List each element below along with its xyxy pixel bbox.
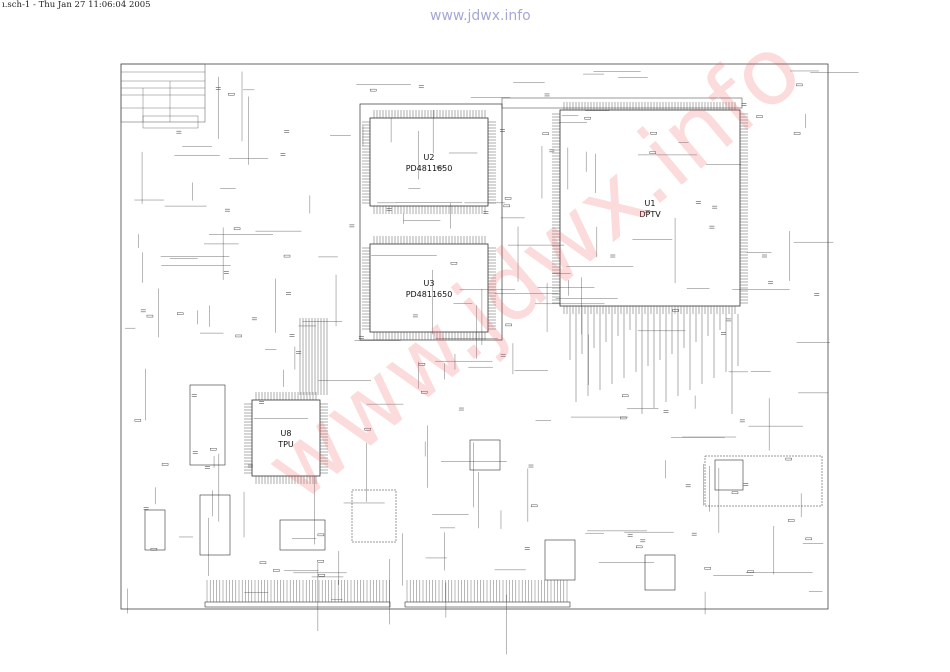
- resistor: [134, 419, 142, 422]
- chip-ref: U8: [281, 429, 292, 438]
- resistor: [704, 567, 711, 570]
- resistor: [796, 83, 803, 87]
- small-ic: [544, 539, 576, 581]
- resistor: [621, 394, 629, 398]
- resistor: [747, 570, 754, 573]
- chip-ref: U1: [645, 199, 656, 208]
- chip-body: [559, 109, 741, 307]
- resistor: [161, 463, 169, 466]
- small-ic: [199, 494, 231, 556]
- dashed-block: [351, 489, 397, 543]
- resistor: [283, 254, 291, 258]
- resistor: [672, 309, 679, 312]
- small-ic: [469, 439, 501, 471]
- resistor: [228, 93, 235, 96]
- edge-connector: [204, 580, 391, 608]
- dashed-block: [704, 455, 823, 507]
- chip-ref: U3: [424, 279, 435, 288]
- small-ic: [189, 384, 226, 466]
- chip-part: DPTV: [639, 210, 661, 219]
- resistor: [146, 314, 154, 318]
- resistor: [649, 151, 656, 154]
- resistor: [503, 204, 511, 208]
- resistor: [436, 165, 444, 169]
- resistor: [233, 227, 241, 230]
- resistor: [259, 561, 267, 564]
- resistor: [235, 334, 242, 338]
- resistor: [177, 312, 184, 315]
- resistor: [650, 132, 657, 135]
- chip-part: PD4811650: [406, 164, 453, 173]
- resistor: [450, 262, 458, 265]
- resistor: [210, 448, 217, 451]
- resistor: [620, 416, 627, 420]
- sheet-border: [120, 63, 829, 610]
- notes-box: [142, 115, 199, 129]
- resistor: [531, 504, 538, 508]
- small-ic: [279, 519, 326, 551]
- resistor: [584, 116, 591, 120]
- bus-frame: [501, 97, 743, 109]
- resistor: [421, 391, 428, 394]
- title-block: [120, 63, 206, 129]
- small-ic: [714, 459, 744, 491]
- resistor: [317, 533, 325, 537]
- watermark-diagonal: www.jdwx.info: [245, 14, 821, 521]
- watermark-url: www.jdwx.info: [430, 8, 531, 24]
- resistor: [788, 519, 795, 522]
- resistor: [731, 491, 739, 494]
- resistor: [756, 115, 763, 118]
- edge-connector: [404, 580, 571, 608]
- connector-body: [204, 601, 391, 608]
- resistor: [805, 537, 812, 541]
- resistor: [505, 323, 512, 327]
- resistor: [364, 427, 371, 431]
- resistor: [418, 363, 426, 366]
- resistor: [504, 197, 512, 200]
- chip-part: TPU: [277, 440, 294, 449]
- resistor: [785, 457, 792, 461]
- chip-body: [369, 243, 489, 333]
- chip-body: [369, 117, 489, 207]
- resistor: [273, 569, 280, 572]
- resistor: [318, 574, 325, 577]
- chip-part: PD4811650: [406, 290, 453, 299]
- small-ic: [644, 554, 676, 591]
- connector-body: [404, 601, 571, 608]
- bus-frame: [359, 103, 503, 341]
- resistor: [542, 132, 549, 135]
- chip-ref: U2: [424, 153, 435, 162]
- print-header: ı.sch-1 - Thu Jan 27 11:06:04 2005: [2, 0, 151, 10]
- resistor: [793, 132, 801, 135]
- resistor: [369, 88, 377, 92]
- resistor: [317, 560, 324, 563]
- small-ic: [144, 509, 166, 551]
- resistor: [636, 545, 643, 549]
